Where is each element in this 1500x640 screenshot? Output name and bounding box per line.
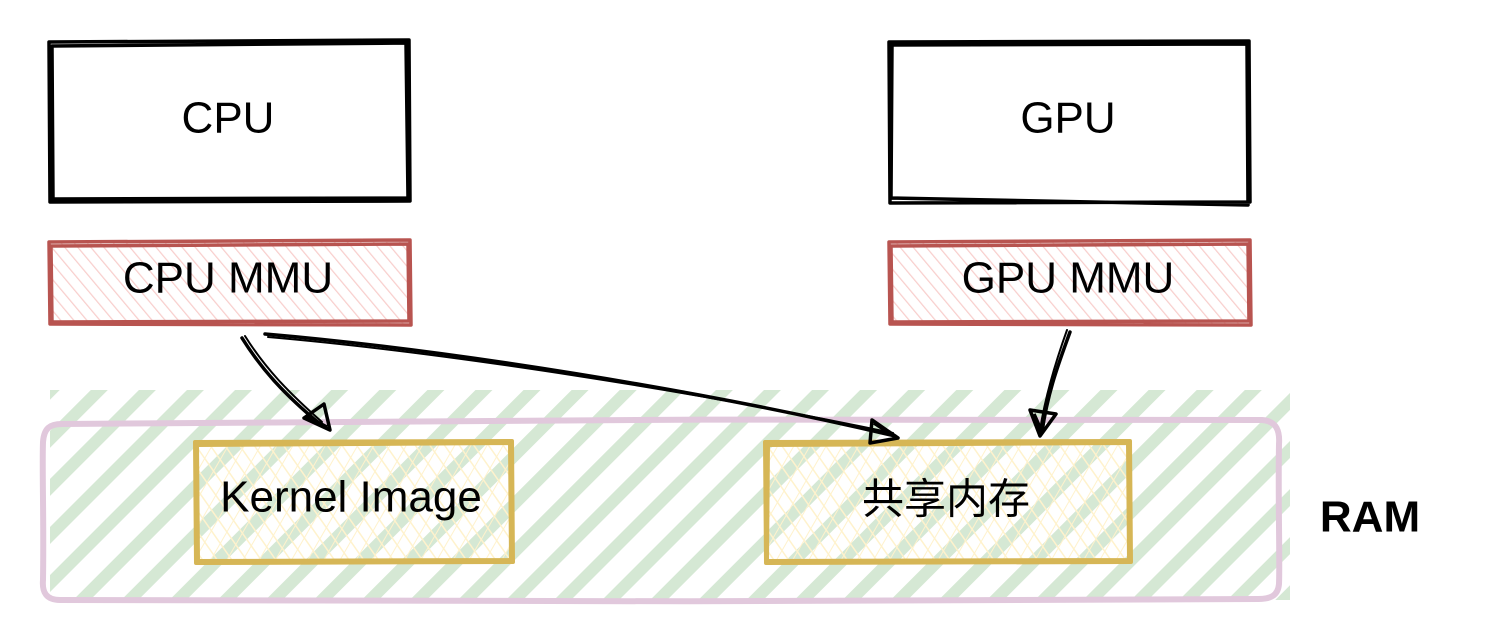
arrow-gpu-mmu-to-shared-memory (1028, 329, 1072, 438)
cpu-mmu-label: CPU MMU (123, 254, 333, 303)
cpu-mmu-border (47, 238, 413, 327)
gpu-box: GPU (887, 39, 1252, 207)
cpu-box: CPU (47, 38, 412, 204)
gpu-border (887, 39, 1252, 207)
gpu-mmu-label: GPU MMU (962, 254, 1175, 303)
arrowhead (868, 418, 900, 445)
shared-memory-label: 共享内存 (862, 475, 1030, 524)
arrow-cpu-mmu-to-shared-memory (263, 332, 900, 445)
gpu-mmu-box: GPU MMU (887, 238, 1253, 327)
ram-border (39, 416, 1283, 605)
arrowhead (302, 402, 332, 432)
shared-memory-border (763, 439, 1133, 565)
shared-memory-region: 共享内存 (763, 439, 1133, 565)
ram-label: RAM (1320, 493, 1420, 542)
arrowhead (1028, 408, 1058, 438)
gpu-label: GPU (1020, 94, 1115, 143)
cpu-border (47, 38, 412, 204)
gpu-mmu-border (887, 238, 1253, 327)
cpu-mmu-box: CPU MMU (47, 238, 413, 327)
arrow-cpu-mmu-to-kernel-image (240, 335, 332, 432)
kernel-image-border (193, 439, 515, 565)
cpu-label: CPU (182, 94, 275, 143)
kernel-image-region: Kernel Image (193, 439, 515, 565)
kernel-image-label: Kernel Image (220, 473, 482, 522)
